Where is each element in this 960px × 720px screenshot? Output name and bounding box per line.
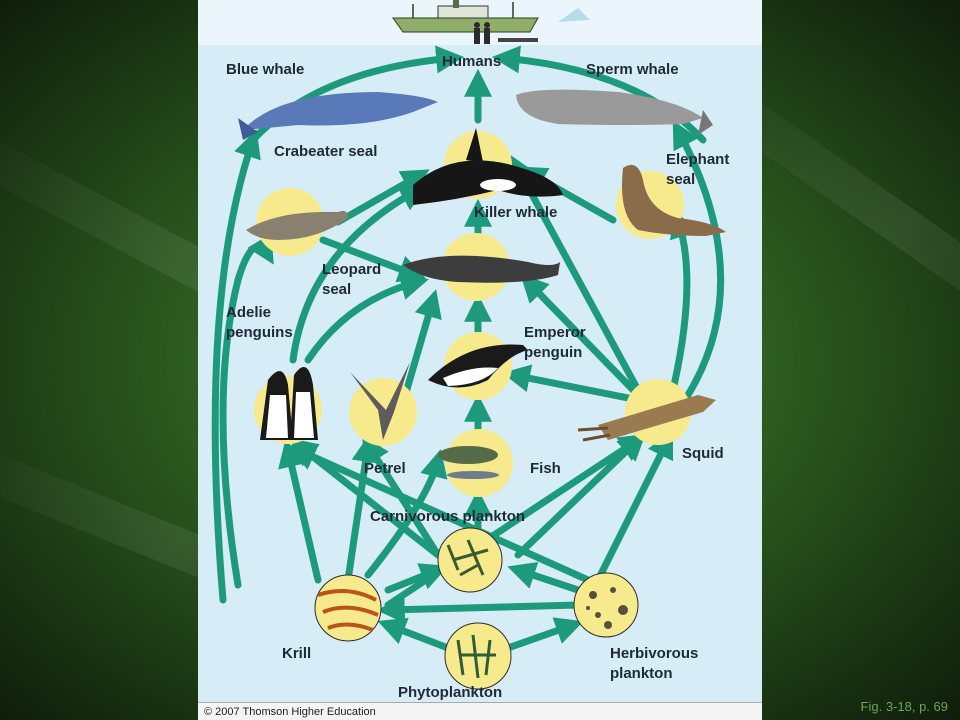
arrow-krill-to-carnplankton [384, 563, 449, 594]
arrow-squid-to-sperm [672, 120, 725, 399]
node-killer-whale [413, 128, 563, 205]
node-fish [438, 429, 513, 497]
leopard-seal-icon [403, 255, 560, 283]
figure-reference: Fig. 3-18, p. 69 [860, 699, 948, 714]
arrow-phyto-to-krill [377, 617, 452, 652]
label-adelie-penguins: Adelie penguins [226, 304, 293, 341]
arrow-squid-to-elephant [669, 209, 697, 394]
krill-icon [317, 589, 379, 632]
energy-flow-arrows [211, 45, 725, 652]
arrow-crabeater-to-leopard [319, 236, 427, 283]
label-fish: Fish [530, 460, 561, 477]
node-elephant-seal [616, 164, 726, 239]
arrow-phyto-to-herb [504, 617, 584, 652]
arrow-adelie-to-leopard [304, 272, 429, 364]
label-killer-whale: Killer whale [474, 204, 558, 221]
node-krill [314, 574, 382, 642]
arrow-squid-to-leopard [520, 273, 642, 399]
label-squid: Squid [682, 445, 724, 462]
node-emperor-penguin [428, 332, 528, 400]
label-blue-whale: Blue whale [226, 61, 305, 78]
arrow-herb-to-krill [376, 595, 582, 624]
node-leopard-seal [403, 233, 560, 301]
label-carnivorous-plankton: Carnivorous plankton [370, 508, 526, 525]
node-crabeater-seal [246, 188, 348, 256]
node-petrel [349, 362, 417, 446]
phytoplankton-icon [456, 634, 496, 679]
label-emperor-penguin: Emperor penguin [524, 324, 586, 361]
label-crabeater-seal: Crabeater seal [274, 143, 378, 160]
iceberg-icon [558, 8, 590, 22]
fish-icon [438, 446, 498, 464]
sled-icon [498, 38, 538, 42]
label-petrel: Petrel [364, 460, 406, 477]
arrow-herb-to-adelie [287, 444, 592, 584]
arrow-krill-to-adelie [278, 439, 322, 584]
node-adelie-penguins [254, 367, 322, 444]
food-web-diagram [198, 0, 762, 690]
copyright-bar: © 2007 Thomson Higher Education [198, 702, 762, 720]
node-herbivorous-plankton [573, 572, 639, 638]
crabeater-seal-icon [246, 210, 348, 240]
arrow-krill-to-petrel [344, 433, 380, 584]
herbivorous-plankton-icon [586, 587, 628, 629]
label-phytoplankton: Phytoplankton [398, 684, 503, 701]
arrow-carn-to-petrel [361, 435, 442, 559]
arrow-carn-to-squid [514, 432, 647, 559]
food-web-panel: Humans Blue whale Sperm whale Crabeater … [198, 0, 762, 720]
node-squid [577, 379, 716, 445]
node-carnivorous-plankton [437, 527, 503, 593]
arrow-krill-to-bluewhale [211, 129, 261, 604]
label-humans: Humans [442, 53, 502, 70]
label-elephant-seal: Elephant seal [666, 151, 730, 188]
arrow-squid-to-emperor [502, 364, 642, 404]
label-sperm-whale: Sperm whale [586, 61, 679, 78]
ship-icon [392, 0, 539, 33]
arrow-adelie-to-killer [289, 184, 428, 364]
label-leopard-seal: Leopard seal [322, 261, 382, 298]
arrow-krill-to-crabeater [219, 233, 274, 589]
emperor-penguin-icon [428, 344, 528, 388]
arrow-carn-to-adelie [289, 438, 442, 559]
label-krill: Krill [282, 645, 312, 662]
arrow-krill-to-fish [364, 449, 448, 579]
node-phytoplankton [444, 622, 512, 690]
arrow-crabeater-to-killer [334, 169, 430, 226]
label-herbivorous-plankton: Herbivorous plankton [610, 645, 699, 682]
arrow-herb-to-squid [594, 429, 674, 584]
elephant-seal-icon [622, 164, 726, 236]
blue-whale-icon [238, 92, 438, 140]
humans-icon [474, 22, 490, 44]
carnivorous-plankton-icon [446, 539, 489, 577]
sperm-whale-icon [516, 89, 713, 135]
arrow-herb-to-carnplankton [507, 562, 582, 594]
arrow-squid-to-killer [510, 155, 642, 394]
squid-icon [598, 395, 716, 440]
